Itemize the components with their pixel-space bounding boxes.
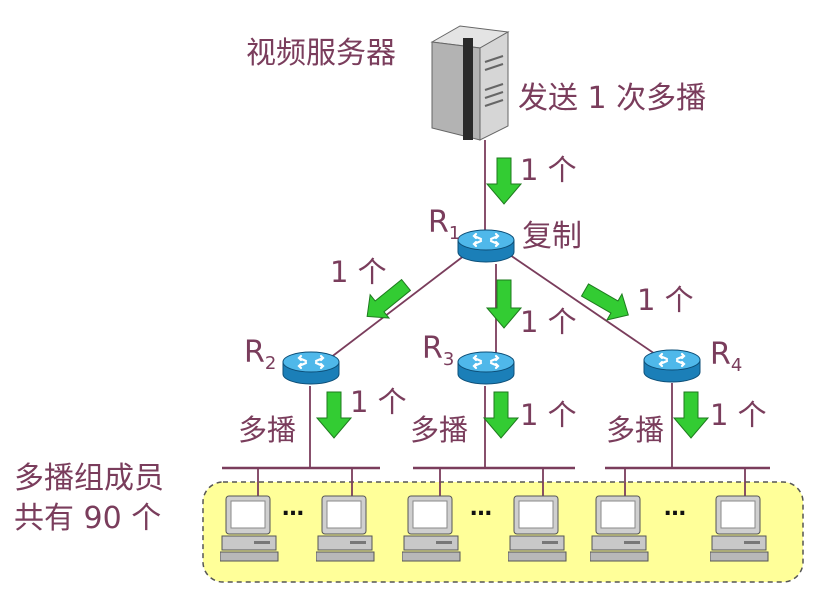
flow-label-server-r1: 1 个	[520, 153, 577, 187]
arrow-down-icon	[482, 391, 520, 439]
flow-label-r1-r4: 1 个	[637, 283, 694, 317]
flow-label-r3-lan: 1 个	[520, 398, 577, 432]
arrow-down-icon	[485, 157, 523, 205]
router-r4-icon	[642, 348, 702, 384]
link-r1-r2	[329, 254, 466, 359]
lan-label-2: 多播	[410, 413, 468, 447]
group-label-line1: 多播组成员	[14, 461, 164, 496]
arrow-down-icon	[672, 391, 710, 439]
server-label: 视频服务器	[246, 36, 396, 71]
links	[222, 140, 770, 500]
router-r4-label: R4	[710, 337, 742, 376]
arrows	[315, 157, 710, 439]
router-r2-icon	[281, 350, 341, 386]
lan-label-3: 多播	[606, 413, 664, 447]
lan-label-1: 多播	[238, 413, 296, 447]
link-r1-r4	[509, 254, 659, 357]
arrow-down-left-icon	[366, 278, 412, 319]
group-label-line2: 共有 90 个	[14, 501, 161, 536]
flow-label-r4-lan: 1 个	[710, 398, 767, 432]
ellipsis-1: …	[282, 496, 304, 521]
server-send-label: 发送 1 次多播	[518, 81, 706, 116]
router-r3-label: R3	[422, 331, 454, 370]
ellipsis-2: …	[470, 496, 492, 521]
router-r2-label: R2	[244, 335, 276, 374]
router-r1-icon	[456, 228, 516, 264]
router-r1-note: 复制	[522, 219, 582, 254]
flow-label-r1-r2: 1 个	[330, 255, 387, 289]
flow-label-r1-r3: 1 个	[520, 305, 577, 339]
router-r3-icon	[456, 350, 516, 386]
ellipsis-3: …	[664, 496, 686, 521]
arrow-down-icon	[485, 279, 523, 329]
arrow-down-icon	[315, 391, 353, 439]
flow-label-r2-lan: 1 个	[350, 385, 407, 419]
arrow-down-right-icon	[580, 283, 629, 321]
router-r1-label: R1	[428, 205, 460, 244]
server-icon	[430, 25, 510, 141]
